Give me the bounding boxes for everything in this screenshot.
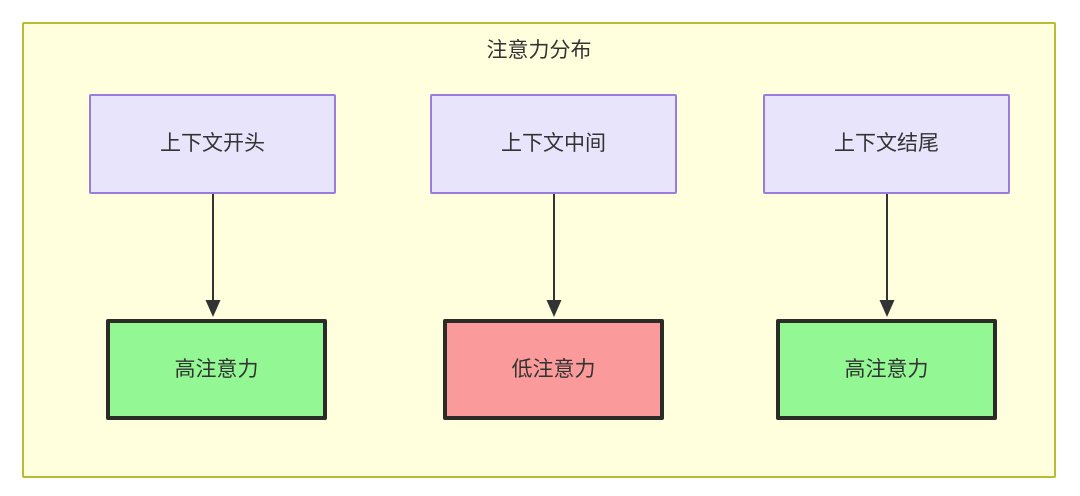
edge-context-start-to-attention-high <box>205 194 221 317</box>
diagram-title: 注意力分布 <box>486 39 592 62</box>
node-attention-high-start[interactable]: 高注意力 <box>106 319 327 420</box>
node-attention-low-middle-label: 低注意力 <box>511 357 596 381</box>
node-attention-low-middle[interactable]: 低注意力 <box>443 319 664 420</box>
subgraph-container: 注意力分布 上下文开头 高注意力 上下文中间 低注意力 上下文结尾 <box>22 22 1056 478</box>
edge-context-end-to-attention-high <box>879 194 895 317</box>
node-context-middle[interactable]: 上下文中间 <box>430 94 677 194</box>
arrowhead-icon <box>546 300 562 317</box>
node-context-start-label: 上下文开头 <box>160 132 265 155</box>
arrowhead-icon <box>205 300 221 317</box>
arrowhead-icon <box>879 300 895 317</box>
edge-context-middle-to-attention-low <box>546 194 562 317</box>
node-attention-high-end-label: 高注意力 <box>844 357 929 381</box>
node-attention-high-start-label: 高注意力 <box>174 357 259 381</box>
node-attention-high-end[interactable]: 高注意力 <box>776 319 997 420</box>
node-context-end[interactable]: 上下文结尾 <box>763 94 1010 194</box>
node-context-middle-label: 上下文中间 <box>501 132 606 155</box>
node-context-start[interactable]: 上下文开头 <box>89 94 336 194</box>
node-context-end-label: 上下文结尾 <box>834 132 939 155</box>
